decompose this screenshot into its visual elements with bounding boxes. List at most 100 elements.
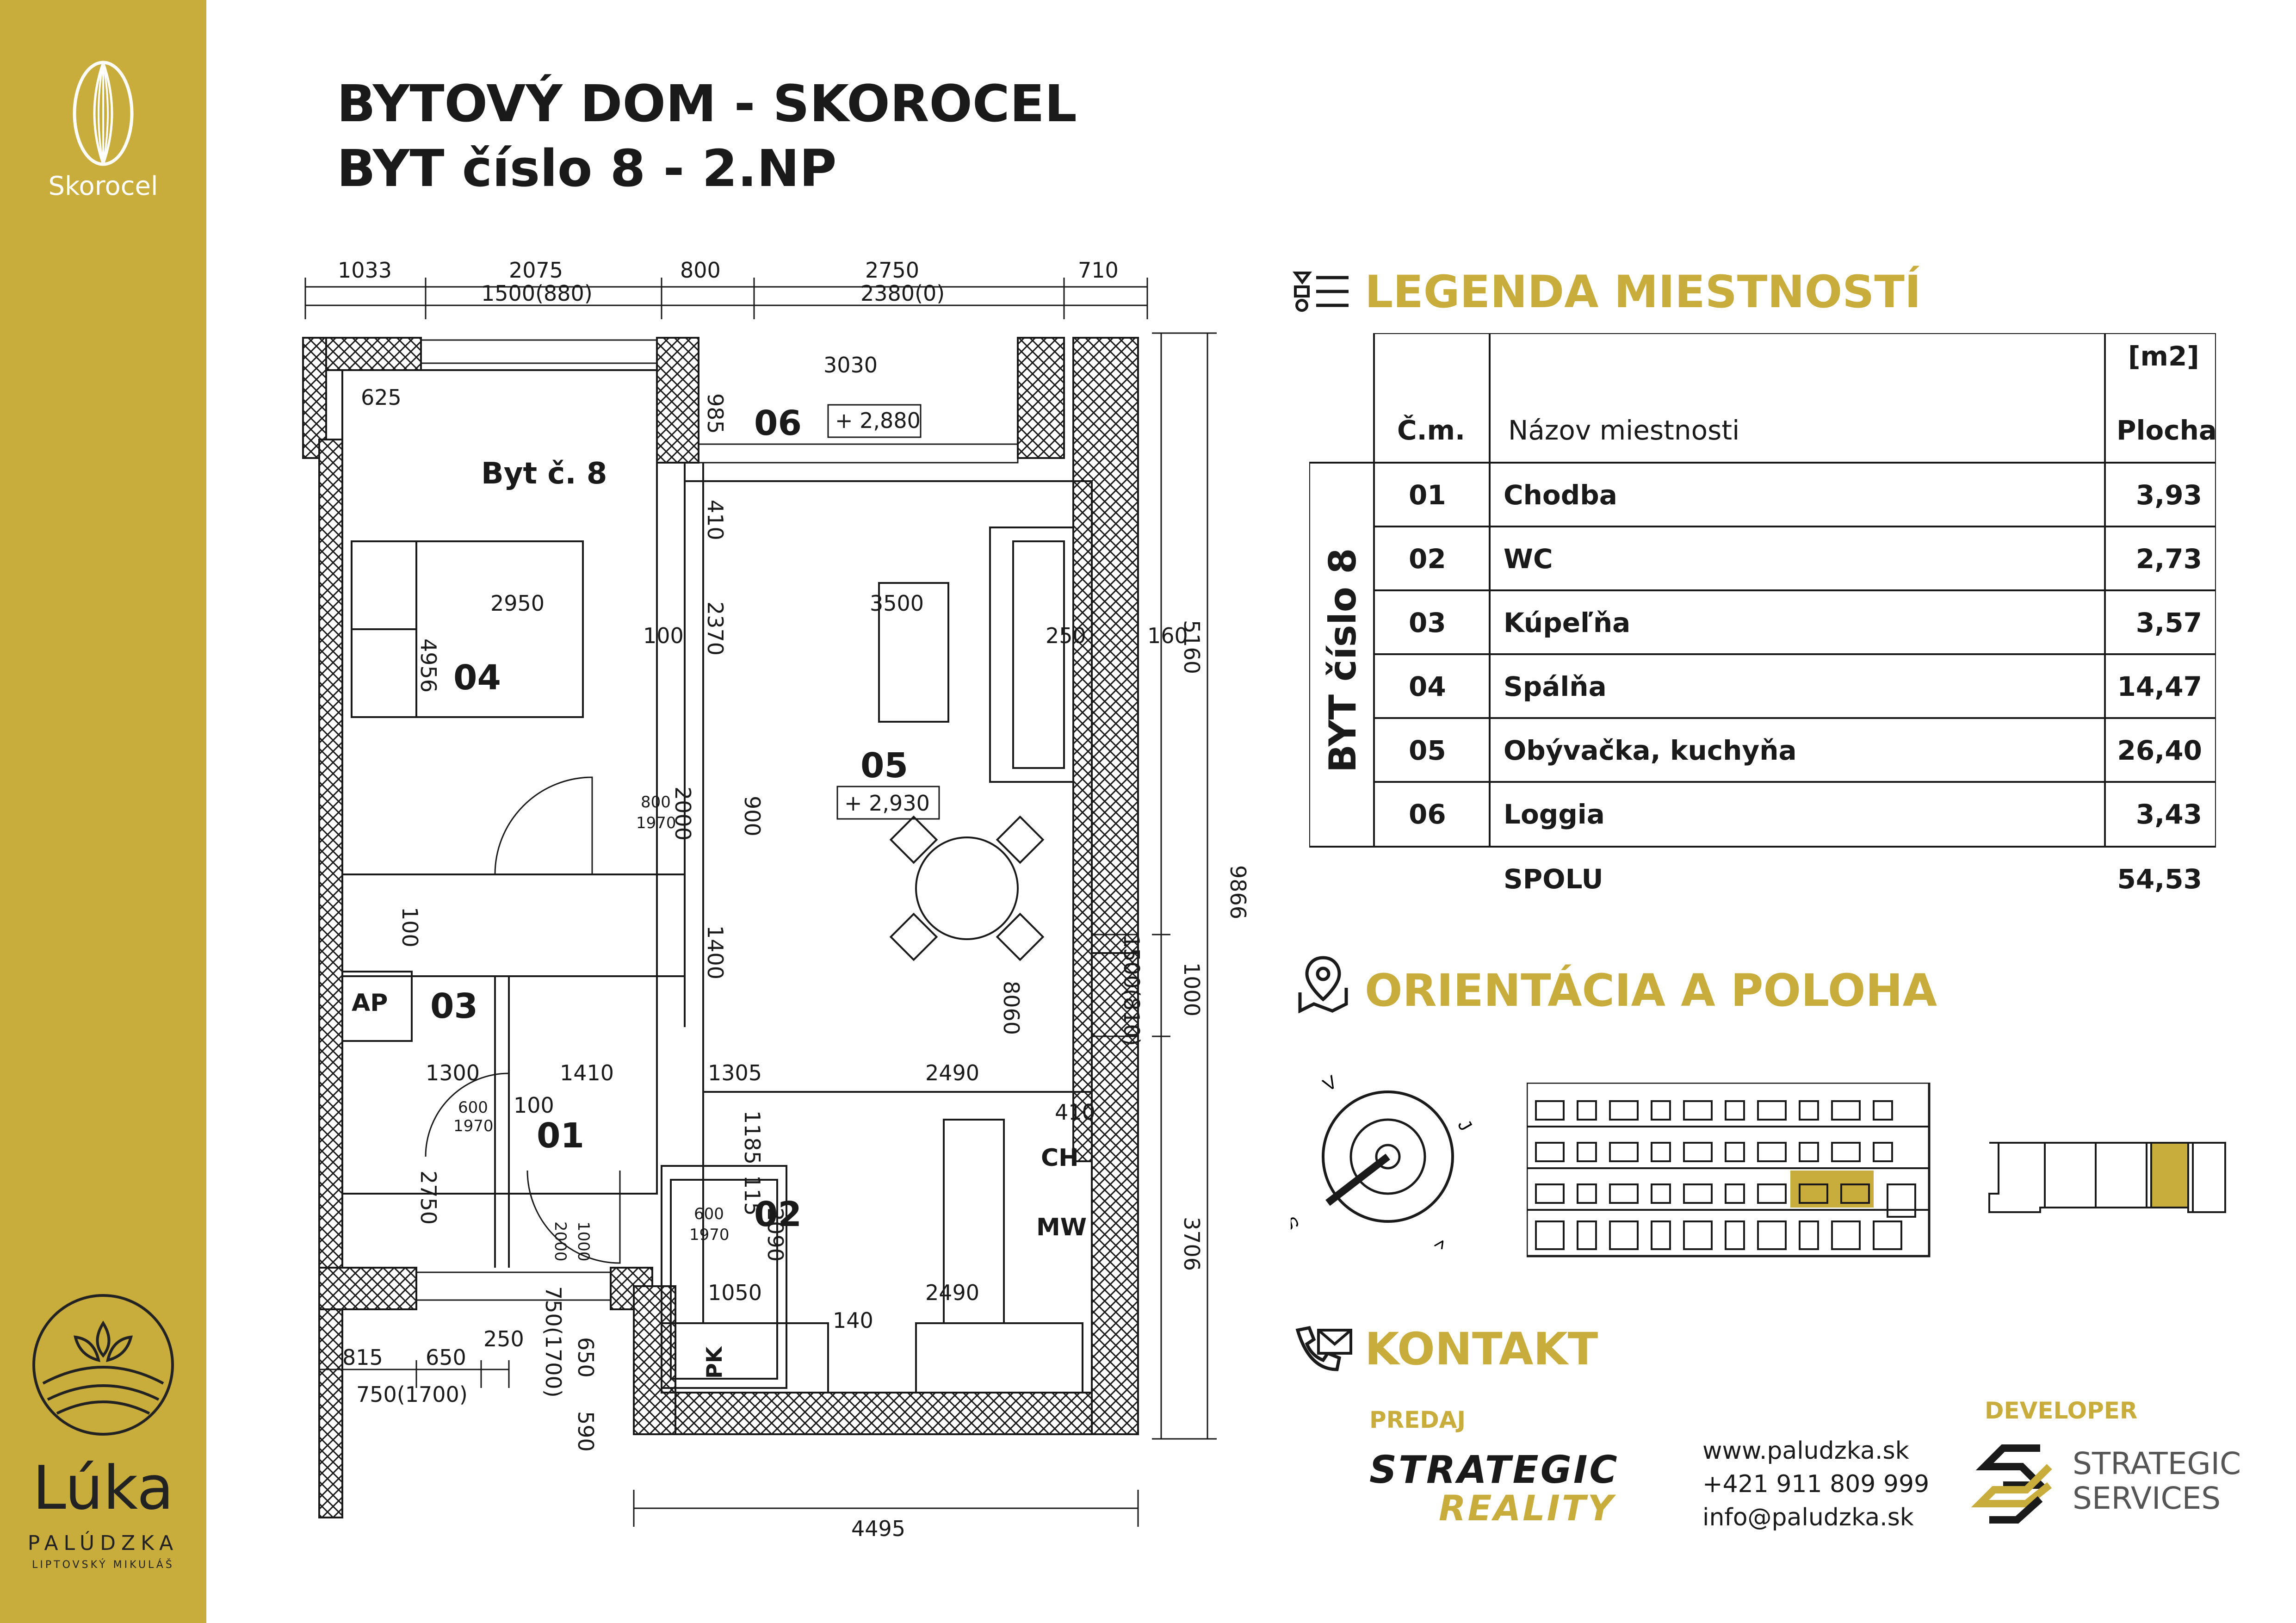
legend-row-no: 05 <box>1409 735 1446 766</box>
legend-col-no: Č.m. <box>1397 414 1465 446</box>
legend-row-area: 26,40 <box>2117 735 2202 766</box>
dim-115: 115 <box>740 1175 765 1216</box>
legend-total-label: SPOLU <box>1504 863 1603 895</box>
legend-row-name: WC <box>1504 543 1553 575</box>
dim-top-710: 710 <box>1078 258 1119 283</box>
legend-list-icon <box>1293 272 1349 312</box>
legend-row-area: 2,73 <box>2136 543 2202 575</box>
legend-col-area: Plocha <box>2117 415 2216 446</box>
dim-right-9866: 9866 <box>1225 865 1249 919</box>
legend-total-area: 54,53 <box>2117 863 2202 895</box>
door-height-03: 1970 <box>453 1117 494 1135</box>
legend-row-name: Kúpeľňa <box>1504 607 1630 638</box>
compass: V J S Z <box>1291 1072 1476 1249</box>
dim-650-vertical: 650 <box>573 1337 598 1378</box>
dim-2490b: 2490 <box>925 1280 979 1305</box>
legend-row: 04 Spálňa 14,47 <box>1409 671 2202 702</box>
dim-top-2075: 2075 <box>509 258 563 283</box>
dim-410a: 410 <box>703 500 728 540</box>
right-dimension-lines <box>1152 332 1217 1440</box>
dim-top-2750: 2750 <box>865 258 919 283</box>
contact-phone[interactable]: +421 911 809 999 <box>1702 1470 1930 1498</box>
contact-email-link[interactable]: info@paludzka.sk <box>1702 1504 1914 1531</box>
sale-brand-line1: STRATEGIC <box>1369 1448 1619 1492</box>
dim-160: 160 <box>1147 623 1188 648</box>
label-ch: CH <box>1041 1144 1079 1172</box>
skorocel-logo-icon <box>73 61 134 166</box>
door-width-01: 1000 <box>574 1221 593 1262</box>
level-06-box <box>827 404 922 438</box>
legend-row-no: 02 <box>1409 543 1446 575</box>
legend-row-area: 3,57 <box>2136 607 2202 638</box>
developer-label: DEVELOPER <box>1985 1397 2138 1424</box>
building-facade <box>1527 1083 1931 1258</box>
dim-2370: 2370 <box>703 601 728 656</box>
dim-8060: 8060 <box>999 981 1024 1035</box>
legend-row: 02 WC 2,73 <box>1409 543 2202 575</box>
dim-100a: 100 <box>643 623 684 648</box>
compass-s: S <box>1291 1213 1304 1234</box>
door-width-02: 600 <box>694 1205 724 1223</box>
room-number-06: 06 <box>754 403 802 443</box>
door-width-04: 800 <box>641 793 671 812</box>
dim-2090: 2090 <box>763 1208 788 1262</box>
bed <box>351 540 584 718</box>
dim-100c: 100 <box>514 1093 554 1118</box>
legend-table: [m2] Č.m. Názov miestnosti Plocha BYT čí… <box>1309 333 2216 895</box>
legend-row: 06 Loggia 3,43 <box>1409 799 2202 830</box>
page-title-line2: BYT číslo 8 - 2.NP <box>337 139 837 198</box>
level-05: + 2,930 <box>844 791 930 816</box>
legend-heading: LEGENDA MIESTNOSTÍ <box>1365 266 1921 318</box>
level-06: + 2,880 <box>835 408 921 433</box>
legend-row-no: 03 <box>1409 607 1446 638</box>
contact-heading: KONTAKT <box>1365 1323 1598 1375</box>
dim-1185: 1185 <box>740 1110 765 1165</box>
legend-row-area: 3,93 <box>2136 479 2202 511</box>
label-mw: MW <box>1036 1214 1087 1241</box>
dim-410b: 410 <box>1055 1100 1095 1125</box>
legend-row-name: Spálňa <box>1504 671 1607 702</box>
dim-3500: 3500 <box>870 591 924 616</box>
legend-group-label: BYT číslo 8 <box>1321 548 1364 773</box>
dim-2490a: 2490 <box>925 1060 979 1085</box>
bottom-dimension-lines <box>318 1360 1139 1527</box>
legend-col-name: Názov miestnosti <box>1508 415 1739 446</box>
brand-sidebar: Skorocel Lúka PALÚDZKA LIPTOVSKÝ MIKULÁŠ <box>0 0 206 1623</box>
room-number-03: 03 <box>430 986 478 1026</box>
dim-bottom-650: 650 <box>426 1345 466 1370</box>
page-title-line1: BYTOVÝ DOM - SKOROCEL <box>337 74 1077 133</box>
dim-4956: 4956 <box>416 638 441 693</box>
dim-590-vertical: 590 <box>573 1411 598 1452</box>
dim-1050: 1050 <box>708 1280 762 1305</box>
floor-plan: 1033 2075 800 2750 710 1500(880) 2380(0) <box>302 258 1249 1541</box>
dim-750-1700-vertical: 750(1700) <box>541 1286 566 1398</box>
site-plan <box>1988 1142 2226 1213</box>
brand-top-label: Skorocel <box>48 171 158 201</box>
door-height-01: 2000 <box>551 1221 569 1262</box>
door-width-03: 600 <box>458 1098 488 1117</box>
dim-right-1500-810: 1500(810) <box>1119 935 1144 1046</box>
label-ap: AP <box>352 989 388 1017</box>
label-pk: PK <box>702 1345 727 1379</box>
dim-100b: 100 <box>397 907 422 948</box>
dim-250: 250 <box>1046 623 1086 648</box>
dim-2950: 2950 <box>490 591 545 616</box>
compass-j: J <box>1454 1116 1476 1134</box>
dev-brand-line1: STRATEGIC <box>2073 1446 2241 1481</box>
door-swings <box>425 776 621 1264</box>
map-pin-icon <box>1298 956 1348 1013</box>
legend-row-name: Chodba <box>1504 479 1617 511</box>
dim-bottom-4495: 4495 <box>851 1516 905 1541</box>
room-number-01: 01 <box>537 1116 584 1156</box>
dim-top-800: 800 <box>680 258 721 283</box>
dim-900: 900 <box>740 796 765 836</box>
orientation-heading: ORIENTÁCIA A POLOHA <box>1365 965 1937 1016</box>
dim-bottom-815: 815 <box>342 1345 383 1370</box>
dim-right-5160: 5160 <box>1179 620 1204 674</box>
legend-col-unit: [m2] <box>2128 341 2199 372</box>
dim-right-1000: 1000 <box>1179 962 1204 1016</box>
contact-web-link[interactable]: www.paludzka.sk <box>1702 1437 1909 1465</box>
dev-brand-line2: SERVICES <box>2073 1481 2221 1516</box>
dim-1300: 1300 <box>426 1060 480 1085</box>
dim-top-1033: 1033 <box>338 258 392 283</box>
